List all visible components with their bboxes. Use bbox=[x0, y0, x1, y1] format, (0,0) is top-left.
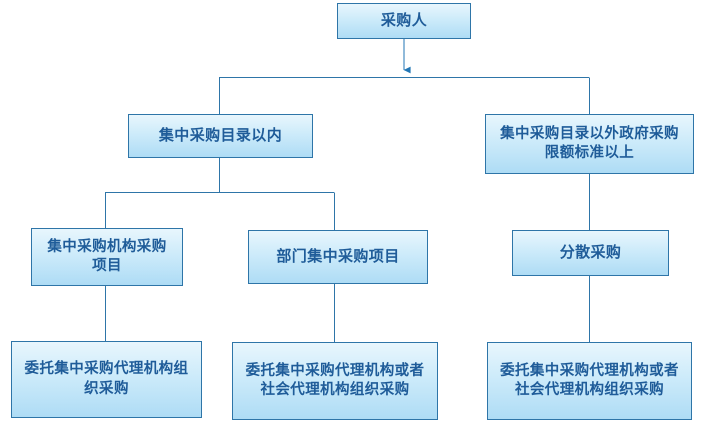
node-outside-catalog-label: 集中采购目录以外政府采购 限额标准以上 bbox=[500, 125, 679, 161]
node-entrust-central-agency[interactable]: 委托集中采购代理机构组 织采购 bbox=[11, 341, 202, 418]
node-entrust-central-or-social-1-label: 委托集中采购代理机构或者 社会代理机构组织采购 bbox=[245, 362, 425, 398]
node-central-org-project[interactable]: 集中采购机构采购 项目 bbox=[31, 228, 183, 286]
node-entrust-central-or-social-2[interactable]: 委托集中采购代理机构或者 社会代理机构组织采购 bbox=[487, 342, 692, 420]
node-dispersed-purchase[interactable]: 分散采购 bbox=[512, 230, 669, 276]
node-dept-central-project[interactable]: 部门集中采购项目 bbox=[248, 230, 428, 284]
node-entrust-central-or-social-2-label: 委托集中采购代理机构或者 社会代理机构组织采购 bbox=[500, 362, 679, 398]
node-dept-central-project-label: 部门集中采购项目 bbox=[276, 247, 400, 266]
node-inside-catalog[interactable]: 集中采购目录以内 bbox=[128, 114, 313, 158]
node-inside-catalog-label: 集中采购目录以内 bbox=[158, 126, 283, 145]
node-central-org-project-label: 集中采购机构采购 项目 bbox=[47, 238, 167, 274]
node-dispersed-purchase-label: 分散采购 bbox=[559, 243, 622, 262]
node-buyer-label: 采购人 bbox=[380, 11, 428, 30]
node-buyer[interactable]: 采购人 bbox=[337, 3, 471, 39]
node-entrust-central-or-social-1[interactable]: 委托集中采购代理机构或者 社会代理机构组织采购 bbox=[232, 342, 438, 420]
node-entrust-central-agency-label: 委托集中采购代理机构组 织采购 bbox=[24, 361, 189, 397]
node-outside-catalog[interactable]: 集中采购目录以外政府采购 限额标准以上 bbox=[485, 114, 694, 174]
